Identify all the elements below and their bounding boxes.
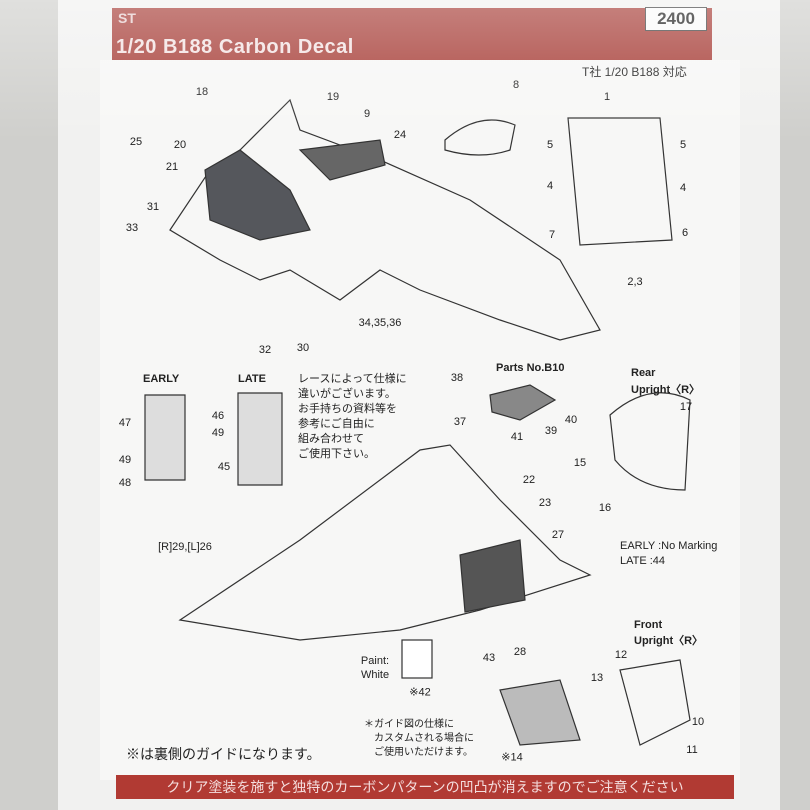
lower-carbon-panel — [459, 539, 526, 613]
callout: 49 — [211, 427, 225, 439]
callout: 34,35,36 — [358, 317, 402, 329]
callout: 6 — [681, 227, 689, 239]
callout: 27 — [551, 529, 565, 541]
callout: 4 — [546, 180, 554, 192]
callout: 1 — [603, 91, 611, 103]
callout: 43 — [482, 652, 496, 664]
callout: 25 — [129, 136, 143, 148]
callout: 8 — [512, 79, 520, 91]
callout: 18 — [195, 86, 209, 98]
brand-text: ST — [118, 10, 136, 26]
callout: 17 — [679, 401, 693, 413]
callout: 32 — [258, 344, 272, 356]
callout: 16 — [598, 502, 612, 514]
callout: 13 — [590, 672, 604, 684]
parts-no-label: Parts No.B10 — [496, 362, 565, 374]
callout: 28 — [513, 646, 527, 658]
callout: 33 — [125, 222, 139, 234]
late-side-panel — [237, 392, 283, 486]
lower-car-body — [178, 444, 592, 641]
callout: 24 — [393, 129, 407, 141]
paint-label: Paint: — [360, 655, 390, 667]
callout: 5 — [546, 139, 554, 151]
guide-custom-note: ＊ガイド図の仕様に カスタムされる場合に ご使用いただけます。 — [364, 719, 474, 758]
front-upright — [619, 659, 691, 746]
callout: 21 — [165, 161, 179, 173]
late-44-label: LATE :44 — [620, 555, 666, 567]
carbon-cockpit-panel — [204, 149, 311, 241]
callout: 46 — [211, 410, 225, 422]
late-label: LATE — [238, 373, 266, 385]
rear-upright — [609, 392, 691, 491]
rear-upright-label: Rear — [631, 367, 656, 379]
early-side-panel — [144, 394, 186, 481]
title-banner — [112, 8, 712, 60]
clear-coat-warning: クリア塗装を施すと独特のカーボンパターンの凹凸が消えますのでご注意ください — [116, 775, 734, 799]
product-code: 2400 — [645, 7, 707, 31]
callout: 38 — [450, 372, 464, 384]
callout: 48 — [118, 477, 132, 489]
callout: 23 — [538, 497, 552, 509]
callout: 49 — [118, 454, 132, 466]
callout: ※14 — [501, 751, 523, 764]
paint-white-grid — [401, 639, 433, 679]
front-brake-assembly — [499, 679, 581, 746]
callout: 37 — [453, 416, 467, 428]
callout: 4 — [679, 182, 687, 194]
early-no-marking-label: EARLY :No Marking — [620, 540, 718, 552]
rear-upright-label-2: Upright〈R〉 — [631, 384, 701, 396]
callout: 45 — [217, 461, 231, 473]
callout: 30 — [296, 342, 310, 354]
reverse-guide-note: ※は裏側のガイドになります。 — [126, 746, 321, 762]
callout: 19 — [326, 91, 340, 103]
r29-l26-label: [R]29,[L]26 — [158, 541, 212, 553]
callout: 47 — [118, 417, 132, 429]
race-spec-note: レースによって仕様に 違いがございます。 お手持ちの資料等を 参考にご自由に 組… — [298, 373, 407, 460]
callout: 41 — [510, 431, 524, 443]
callout: 10 — [691, 716, 705, 728]
callout: 9 — [363, 108, 371, 120]
callout: ※42 — [409, 686, 431, 699]
steering-wheel — [444, 119, 516, 156]
callout: 11 — [686, 744, 698, 756]
seat-panel — [298, 139, 386, 181]
upper-car-body — [169, 98, 601, 341]
compatibility-subtitle: T社 1/20 B188 対応 — [582, 65, 687, 79]
white-label: White — [360, 669, 390, 681]
callout: 12 — [614, 649, 628, 661]
early-label: EARLY — [143, 373, 180, 385]
front-upright-label-2: Upright〈R〉 — [634, 635, 704, 647]
callout: 7 — [548, 229, 556, 241]
seat-belts-seat — [567, 117, 673, 246]
product-title: 1/20 B188 Carbon Decal — [116, 36, 354, 58]
callout: 40 — [564, 414, 578, 426]
callout: 2,3 — [627, 276, 643, 288]
callout: 20 — [173, 139, 187, 151]
callout: 39 — [544, 425, 558, 437]
callout: 15 — [573, 457, 587, 469]
parts-b10 — [489, 384, 557, 421]
callout: 22 — [522, 474, 536, 486]
callout: 5 — [679, 139, 687, 151]
callout: 31 — [146, 201, 160, 213]
front-upright-label: Front — [634, 619, 663, 631]
